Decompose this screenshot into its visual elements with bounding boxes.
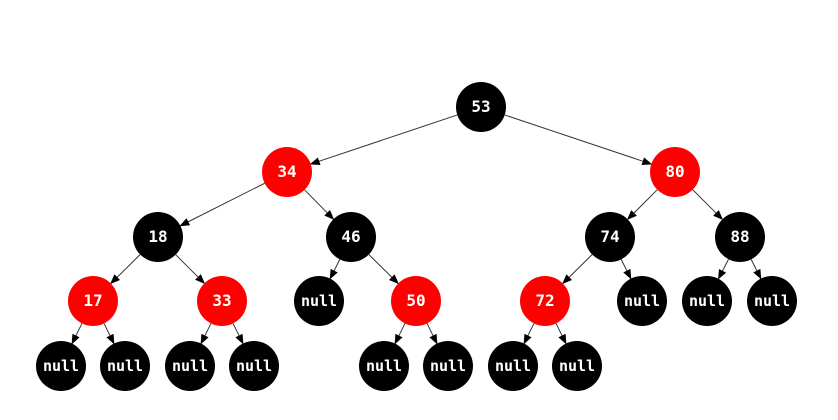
- edge-n88-n88R: [750, 259, 762, 280]
- tree-node-33-red: 33: [197, 276, 247, 326]
- node-circle: [617, 276, 667, 326]
- node-label: null: [236, 357, 272, 375]
- node-circle: [423, 341, 473, 391]
- node-circle: [294, 276, 344, 326]
- tree-node-null-black: null: [552, 341, 602, 391]
- edge-n53-n34: [309, 114, 458, 165]
- node-circle: [552, 341, 602, 391]
- edge-n80-n88: [692, 189, 724, 221]
- tree-node-null-black: null: [165, 341, 215, 391]
- nodes-layer: 53 34 80 18 46 74 88 17 33 null 50 72 null null null nu…: [36, 82, 797, 391]
- node-label: 34: [277, 162, 296, 181]
- node-circle: [488, 341, 538, 391]
- edge-n34-n18: [179, 182, 265, 227]
- tree-node-null-black: null: [36, 341, 86, 391]
- edge-n34-n46: [304, 189, 335, 220]
- edge-n18-n33: [175, 254, 206, 285]
- node-label: null: [559, 357, 595, 375]
- node-circle: [36, 341, 86, 391]
- node-circle: [100, 341, 150, 391]
- tree-node-50-red: 50: [391, 276, 441, 326]
- edge-n88-n88L: [717, 258, 729, 280]
- node-label: 88: [730, 227, 749, 246]
- edge-n33-n33R: [232, 323, 244, 345]
- node-label: null: [689, 292, 725, 310]
- edge-n72-n72L: [523, 323, 535, 345]
- edge-n18-n17: [110, 254, 141, 285]
- tree-node-74-black: 74: [585, 212, 635, 262]
- node-label: 53: [471, 97, 490, 116]
- edge-n46-n50: [368, 254, 399, 285]
- node-label: null: [301, 292, 337, 310]
- edge-n53-n80: [504, 114, 653, 165]
- node-label: 50: [406, 291, 425, 310]
- node-circle: [456, 82, 506, 132]
- node-label: 17: [83, 291, 102, 310]
- tree-node-null-black: null: [294, 276, 344, 326]
- edge-n50-n50R: [426, 323, 438, 345]
- tree-node-null-black: null: [682, 276, 732, 326]
- node-label: 74: [600, 227, 619, 246]
- edge-n33-n33L: [200, 323, 212, 345]
- node-circle: [715, 212, 765, 262]
- tree-node-null-black: null: [100, 341, 150, 391]
- node-label: null: [366, 357, 402, 375]
- edge-n17-n17L: [71, 323, 83, 345]
- node-circle: [359, 341, 409, 391]
- node-circle: [747, 276, 797, 326]
- tree-node-72-red: 72: [520, 276, 570, 326]
- edge-n17-n17R: [103, 323, 115, 345]
- node-label: null: [107, 357, 143, 375]
- edge-n50-n50L: [394, 323, 406, 345]
- node-label: 33: [212, 291, 231, 310]
- node-label: 72: [535, 291, 554, 310]
- tree-node-46-black: 46: [326, 212, 376, 262]
- node-circle: [68, 276, 118, 326]
- tree-node-34-red: 34: [262, 147, 312, 197]
- edge-n74-n72: [562, 254, 593, 285]
- node-label: null: [430, 357, 466, 375]
- tree-node-null-black: null: [488, 341, 538, 391]
- tree-node-null-black: null: [617, 276, 667, 326]
- node-label: 80: [665, 162, 684, 181]
- node-label: 18: [148, 227, 167, 246]
- node-circle: [650, 147, 700, 197]
- edge-n74-n74R: [620, 259, 632, 280]
- tree-node-88-black: 88: [715, 212, 765, 262]
- node-circle: [520, 276, 570, 326]
- node-label: null: [172, 357, 208, 375]
- node-circle: [229, 341, 279, 391]
- node-circle: [391, 276, 441, 326]
- edge-n80-n74: [626, 189, 658, 221]
- node-circle: [585, 212, 635, 262]
- node-circle: [197, 276, 247, 326]
- edge-n46-n46L: [329, 259, 341, 280]
- node-circle: [262, 147, 312, 197]
- node-label: null: [754, 292, 790, 310]
- tree-node-80-red: 80: [650, 147, 700, 197]
- edge-n72-n72R: [555, 323, 567, 345]
- node-circle: [133, 212, 183, 262]
- tree-node-17-red: 17: [68, 276, 118, 326]
- edges-layer: [71, 114, 762, 345]
- node-label: 46: [341, 227, 360, 246]
- node-circle: [165, 341, 215, 391]
- tree-node-null-black: null: [229, 341, 279, 391]
- node-circle: [326, 212, 376, 262]
- node-label: null: [495, 357, 531, 375]
- tree-node-null-black: null: [359, 341, 409, 391]
- tree-node-null-black: null: [423, 341, 473, 391]
- tree-node-53-black: 53: [456, 82, 506, 132]
- tree-node-18-black: 18: [133, 212, 183, 262]
- node-label: null: [43, 357, 79, 375]
- node-circle: [682, 276, 732, 326]
- tree-node-null-black: null: [747, 276, 797, 326]
- node-label: null: [624, 292, 660, 310]
